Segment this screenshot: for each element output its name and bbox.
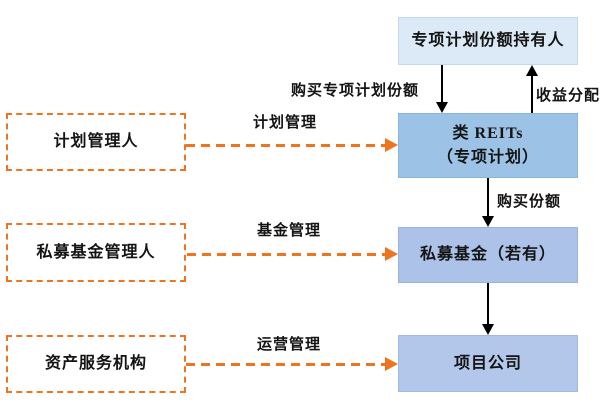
node-fund-manager-label: 私募基金管理人	[36, 243, 156, 261]
node-plan-share-holders-label: 专项计划份额持有人	[411, 32, 565, 50]
edge-label-buy-shares: 购买份额	[497, 194, 562, 210]
node-plan-manager: 计划管理人	[6, 113, 186, 171]
arrow-up-icon	[526, 65, 538, 76]
edge-label-income-distribution: 收益分配	[536, 88, 600, 104]
node-project-company-label: 项目公司	[453, 354, 522, 372]
edge-label-operation-management: 运营管理	[256, 337, 321, 353]
arrow-holder-to-reits-line	[441, 65, 443, 104]
arrow-reits-to-fund-line	[487, 178, 489, 217]
node-fund-manager: 私募基金管理人	[6, 223, 186, 282]
arrow-down-icon	[482, 216, 494, 227]
node-quasi-reits-label-line1: 类 REITs	[452, 125, 524, 143]
node-plan-manager-label: 计划管理人	[53, 133, 139, 151]
arrow-down-icon	[436, 102, 448, 113]
arrow-fund-to-company-line	[487, 283, 489, 325]
arrow-fund-manager-to-fund-line	[187, 253, 386, 256]
node-project-company: 项目公司	[398, 335, 578, 392]
node-asset-servicer-label: 资产服务机构	[44, 355, 147, 373]
node-plan-share-holders: 专项计划份额持有人	[398, 17, 578, 65]
node-private-fund-label: 私募基金（若有）	[419, 246, 556, 264]
arrow-reits-to-holder-line	[531, 75, 533, 113]
node-asset-servicer: 资产服务机构	[6, 335, 186, 393]
edge-label-fund-management: 基金管理	[256, 223, 321, 239]
node-quasi-reits: 类 REITs （专项计划）	[398, 113, 578, 178]
arrow-asset-servicer-to-company-line	[186, 363, 386, 366]
node-quasi-reits-label-line2: （专项计划）	[436, 148, 539, 166]
arrow-right-icon	[385, 357, 398, 371]
arrow-plan-manager-to-reits-line	[186, 144, 386, 147]
arrow-right-icon	[385, 138, 398, 152]
arrow-down-icon	[482, 324, 494, 335]
edge-label-plan-management: 计划管理	[252, 115, 317, 131]
node-private-fund: 私募基金（若有）	[398, 227, 578, 283]
arrow-right-icon	[385, 247, 398, 261]
edge-label-buy-plan-shares: 购买专项计划份额	[290, 83, 419, 99]
